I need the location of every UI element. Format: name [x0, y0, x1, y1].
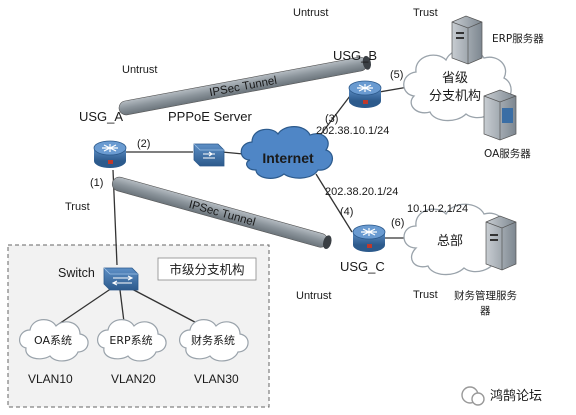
- oa-system-label: OA系统: [34, 334, 72, 347]
- ipsec-tunnel-top-label: IPSec Tunnel: [208, 75, 277, 99]
- zone-trust-top-right: Trust: [413, 7, 438, 19]
- port-3-label: (3): [325, 113, 338, 125]
- vlan30-label: VLAN30: [194, 372, 239, 386]
- province-branch-label-2: 分支机构: [429, 89, 481, 104]
- switch-icon[interactable]: [103, 267, 139, 291]
- erp-server-label: ERP服务器: [492, 32, 544, 45]
- usg-a-firewall-icon[interactable]: [93, 140, 127, 168]
- oa-server-icon[interactable]: [483, 89, 517, 141]
- usg-b-label: USG_B: [333, 48, 377, 63]
- ipsec-tunnel-bottom-label: IPSec Tunnel: [187, 199, 256, 229]
- erp-system-cloud: ERP系统: [97, 319, 167, 362]
- finance-server-label-2: 器: [480, 305, 491, 317]
- city-branch-title: 市级分支机构: [169, 262, 244, 277]
- usg-c-lan-address: 10.10.2.1/24: [407, 203, 468, 215]
- ipsec-tunnel-top: IPSec Tunnel: [118, 55, 371, 116]
- internet-label: Internet: [262, 150, 314, 166]
- province-branch-label-1: 省级: [442, 71, 468, 86]
- port-4-label: (4): [340, 206, 353, 218]
- finance-system-label: 财务系统: [191, 333, 235, 347]
- vlan20-label: VLAN20: [111, 372, 156, 386]
- pppoe-server-label: PPPoE Server: [168, 109, 252, 124]
- city-branch-title-box: [157, 257, 257, 281]
- usg-b-wan-address: 202.38.10.1/24: [316, 125, 389, 137]
- erp-system-label: ERP系统: [109, 334, 152, 347]
- port-5-label: (5): [390, 69, 403, 81]
- watermark-text: 鸿鹄论坛: [490, 388, 542, 404]
- switch-label: Switch: [58, 266, 95, 280]
- hq-label: 总部: [437, 234, 463, 249]
- oa-system-cloud: OA系统: [19, 319, 89, 362]
- zone-untrust-top-center: Untrust: [293, 7, 328, 19]
- pppoe-server-icon[interactable]: [193, 143, 225, 167]
- usg-c-wan-address: 202.38.20.1/24: [325, 186, 398, 198]
- finance-server-label-1: 财务管理服务: [454, 289, 517, 302]
- usg-c-label: USG_C: [340, 259, 385, 274]
- wechat-logo-icon: [461, 386, 485, 406]
- port-1-label: (1): [90, 177, 103, 189]
- watermark: 鸿鹄论坛: [461, 386, 542, 406]
- port-6-label: (6): [391, 217, 404, 229]
- usg-a-label: USG_A: [79, 109, 123, 124]
- zone-untrust-top-left: Untrust: [122, 64, 157, 76]
- finance-system-cloud: 财务系统: [179, 319, 249, 362]
- ipsec-tunnel-bottom: IPSec Tunnel: [111, 176, 332, 249]
- zone-trust-left: Trust: [65, 201, 90, 213]
- finance-server-icon[interactable]: [485, 215, 517, 271]
- zone-trust-bottom-right: Trust: [413, 289, 438, 301]
- oa-server-label: OA服务器: [484, 147, 531, 160]
- vlan10-label: VLAN10: [28, 372, 73, 386]
- usg-b-firewall-icon[interactable]: [348, 80, 382, 108]
- zone-untrust-bottom: Untrust: [296, 290, 331, 302]
- usg-c-firewall-icon[interactable]: [352, 224, 386, 252]
- erp-server-icon[interactable]: [451, 15, 483, 65]
- internet-cloud: Internet: [240, 126, 334, 179]
- port-2-label: (2): [137, 138, 150, 150]
